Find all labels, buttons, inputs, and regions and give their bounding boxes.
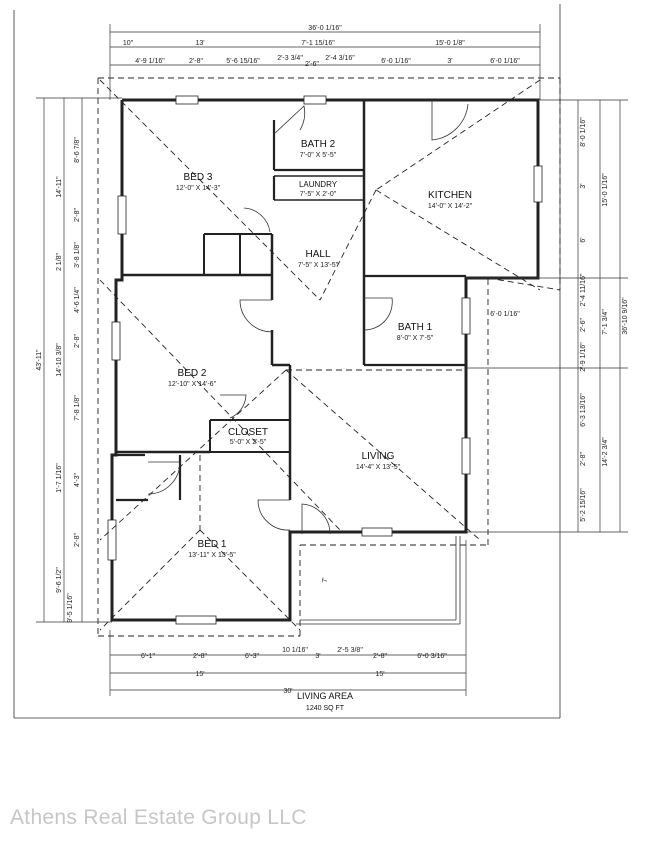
- windows: [107, 95, 543, 625]
- dim-left-c2-4: 9'-6 1/2": [56, 567, 63, 593]
- watermark-text: Athens Real Estate Group LLC: [10, 806, 307, 829]
- room-living-name: LIVING: [362, 451, 395, 462]
- dim-left-c3-6: 4'-3": [74, 473, 81, 487]
- dim-top-r3-3: 2'-3 3/4": [277, 55, 303, 62]
- dim-bottom-r1-4: 3': [315, 653, 320, 660]
- dim-bottom-r2-0: 15': [195, 671, 204, 678]
- dim-left-c2-3: 1'-7 1/16": [56, 463, 63, 493]
- living-area-title: LIVING AREA: [297, 691, 353, 701]
- room-labels: BED 3 12'-0" X 14'-3" BATH 2 7'-0" X 5'-…: [168, 139, 473, 559]
- dim-right-overall: 36'-10 9/16": [622, 297, 629, 335]
- room-closet-name: CLOSET: [228, 427, 268, 438]
- room-laundry-name: LAUNDRY: [299, 180, 338, 189]
- dimension-lines: [36, 24, 628, 696]
- dim-right-c3-5: 2'-9 1/16": [580, 342, 587, 372]
- dim-right-porch: 6'-0 1/16": [490, 311, 520, 318]
- dim-left-overall: 43'-11": [36, 349, 43, 371]
- dim-top-r3-4: 2'-6": [305, 61, 319, 68]
- doors: [147, 100, 469, 535]
- room-bed1-name: BED 1: [198, 539, 227, 550]
- dims-bottom: 6'-1" 2'-8" 6'-3" 10 1/16" 3' 2'-5 3/8" …: [141, 577, 447, 695]
- dim-right-c3-3: 2'-4 11/16": [580, 273, 587, 306]
- room-living-dims: 14'-4" X 13'-5": [356, 464, 401, 471]
- dim-bottom-porch-depth: 7': [322, 577, 329, 582]
- dim-bottom-r1-7: 6'-0 3/16": [417, 653, 447, 660]
- roof-lines: [97, 77, 561, 637]
- room-bed3-dims: 12'-0" X 14'-3": [176, 185, 221, 192]
- dim-left-c3-2: 3'-8 1/8": [74, 242, 81, 268]
- dim-top-r2-1: 13': [195, 40, 204, 47]
- dim-left-c3-5: 7'-8 1/8": [74, 395, 81, 421]
- room-bath2-dims: 7'-0" X 5'-5": [300, 152, 337, 159]
- dims-left: 43'-11" 14'-11" 2 1/8" 14'-10 3/8" 1'-7 …: [36, 137, 81, 623]
- dim-top-r3-1: 2'-8": [189, 58, 203, 65]
- dim-top-r2-3: 15'-0 1/8": [435, 40, 465, 47]
- dim-left-c2-1: 2 1/8": [56, 252, 63, 271]
- dim-top-r3-8: 6'-0 1/16": [490, 58, 520, 65]
- dim-left-c3-4: 2'-8": [74, 334, 81, 348]
- dim-right-c3-7: 2'-8": [580, 452, 587, 466]
- dim-top-r2-0: 10": [123, 40, 134, 47]
- room-kitchen-dims: 14'-0" X 14'-2": [428, 203, 473, 210]
- room-closet-dims: 5'-0" X 2'-5": [230, 439, 267, 446]
- dim-left-c3-1: 2'-8": [74, 208, 81, 222]
- dim-top-r3-0: 4'-9 1/16": [135, 58, 165, 65]
- dim-top-r3-5: 2'-4 3/16": [325, 55, 355, 62]
- dim-bottom-r1-0: 6'-1": [141, 653, 155, 660]
- room-bed2-dims: 12'-10" X 14'-6": [168, 381, 217, 388]
- interior-walls: [116, 100, 466, 502]
- living-area-value: 1240 SQ FT: [306, 705, 345, 712]
- dim-bottom-overall: 30': [283, 688, 292, 695]
- dim-right-c3-6: 6'-3 13/16": [580, 393, 587, 427]
- dim-top-overall: 36'-0 1/16": [308, 25, 342, 32]
- dims-top: 36'-0 1/16" 10" 13' 7'-1 15/16" 15'-0 1/…: [123, 25, 520, 68]
- room-bed1-dims: 13'-11" X 13'-5": [188, 552, 236, 559]
- dim-top-r3-7: 3': [447, 58, 452, 65]
- dim-right-c3-0: 8'-0 1/16": [580, 117, 587, 147]
- room-bed3-name: BED 3: [184, 172, 213, 183]
- dim-top-r2-2: 7'-1 15/16": [301, 40, 335, 47]
- room-hall-dims: 7'-5" X 13'-5": [298, 262, 339, 269]
- porch: [296, 536, 461, 625]
- dim-top-r3-6: 6'-0 1/16": [381, 58, 411, 65]
- room-kitchen-name: KITCHEN: [428, 190, 472, 201]
- room-bath1-dims: 8'-0" X 7'-5": [397, 335, 434, 342]
- dim-right-c3-8: 5'-2 15/16": [580, 488, 587, 522]
- dim-bottom-r1-3: 10 1/16": [282, 647, 308, 654]
- dim-left-c2-0: 14'-11": [56, 176, 63, 198]
- dim-left-c3-0: 8'-6 7/8": [74, 137, 81, 163]
- room-laundry-dims: 7'-5" X 2'-0": [300, 191, 337, 198]
- dim-left-c3-7: 2'-8": [74, 533, 81, 547]
- dim-right-c3-4: 2'-6": [580, 318, 587, 332]
- dim-bottom-r1-5: 2'-5 3/8": [337, 647, 363, 654]
- exterior-walls: [110, 98, 540, 622]
- dim-left-c2-5: 9'-5 1/16": [67, 593, 74, 623]
- dim-bottom-r1-6: 2'-8": [373, 653, 387, 660]
- dims-right: 36'-10 9/16" 15'-0 1/16" 7'-1 3/4" 14'-2…: [490, 117, 629, 522]
- dim-bottom-r1-2: 6'-3": [245, 653, 259, 660]
- room-bed2-name: BED 2: [178, 368, 207, 379]
- dim-right-c3-1: 3': [580, 183, 587, 188]
- dim-left-c3-3: 4'-6 1/4": [74, 287, 81, 313]
- dim-top-r3-2: 5'-6 15/16": [226, 58, 260, 65]
- dim-right-c2-1: 7'-1 3/4": [602, 309, 609, 335]
- dim-bottom-r2-1: 15': [375, 671, 384, 678]
- room-bath1-name: BATH 1: [398, 322, 433, 333]
- room-hall-name: HALL: [305, 249, 330, 260]
- room-bath2-name: BATH 2: [301, 139, 336, 150]
- dim-right-c3-2: 6': [580, 237, 587, 242]
- dim-right-c2-2: 14'-2 3/4": [602, 437, 609, 467]
- dim-left-c2-2: 14'-10 3/8": [56, 343, 63, 377]
- dim-right-c2-0: 15'-0 1/16": [602, 173, 609, 207]
- dim-bottom-r1-1: 2'-8": [193, 653, 207, 660]
